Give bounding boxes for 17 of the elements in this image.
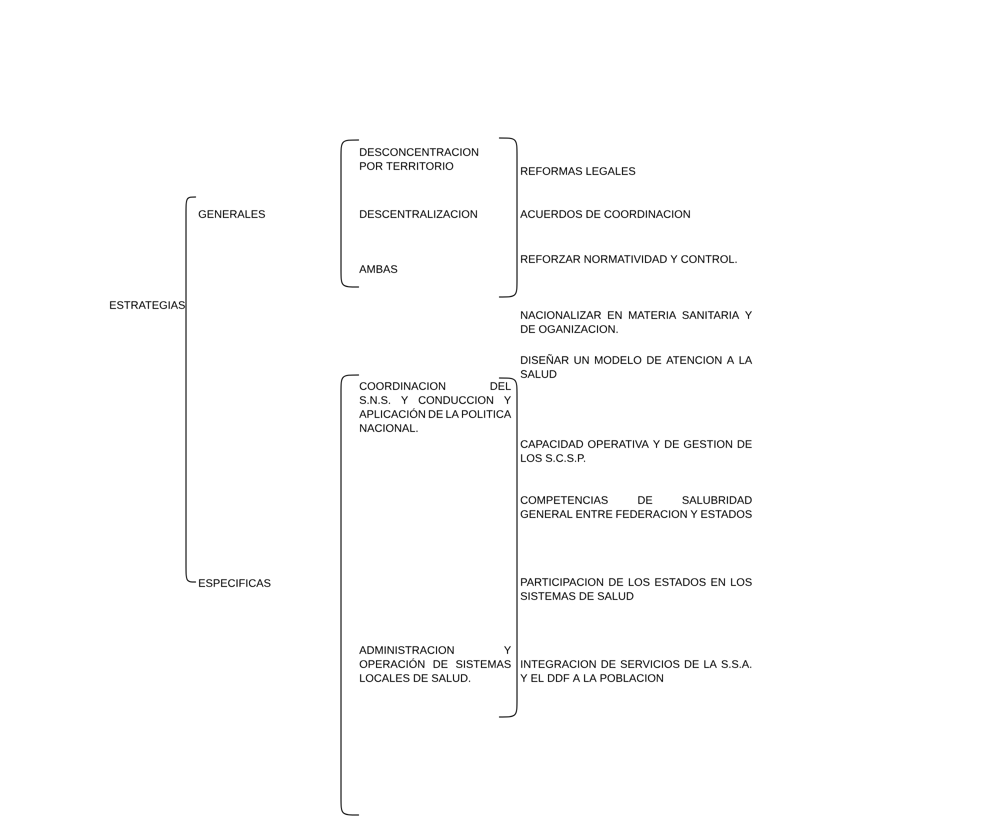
label-text: ADMINISTRACION Y OPERACIÓN DE SISTEMAS LOCALES DE SALUD. bbox=[359, 646, 511, 682]
label-text: COMPETENCIAS DE SALUBRIDAD GENERAL ENTRE FEDERACION Y ESTADOS bbox=[520, 496, 752, 518]
label-text: DESCONCENTRACION POR TERRITORIO bbox=[360, 148, 478, 170]
label-text: INTEGRACION DE SERVICIOS DE LA S.S.A. Y EL DDF A LA POBLACION bbox=[520, 660, 752, 682]
label-text: ACUERDOS DE COORDINACION bbox=[520, 210, 690, 218]
label-text: COORDINACION DEL S.N.S. Y CONDUCCION Y APLICACIÓN DE LA POLITICA NACIONAL. bbox=[359, 382, 512, 432]
label-text: AMBAS bbox=[359, 265, 398, 273]
label-text: REFORZAR NORMATIVIDAD Y CONTROL. bbox=[521, 255, 737, 263]
label-text: PARTICIPACION DE LOS ESTADOS EN LOS SISTEMAS DE SALUD bbox=[520, 578, 752, 600]
label-text: ESTRATEGIAS bbox=[110, 301, 185, 309]
label-text: REFORMAS LEGALES bbox=[521, 167, 636, 175]
label-text: NACIONALIZAR EN MATERIA SANITARIA Y DE OGANIZACION. bbox=[521, 311, 752, 333]
label-text: GENERALES bbox=[198, 210, 265, 218]
label-text: DESCENTRALIZACION bbox=[360, 210, 477, 218]
label-text: CAPACIDAD OPERATIVA Y DE GESTION DE LOS S.C.S.P. bbox=[520, 440, 752, 462]
label-text: ESPECIFICAS bbox=[199, 579, 270, 587]
label-text: DISEÑAR UN MODELO DE ATENCION A LA SALUD bbox=[520, 354, 752, 378]
